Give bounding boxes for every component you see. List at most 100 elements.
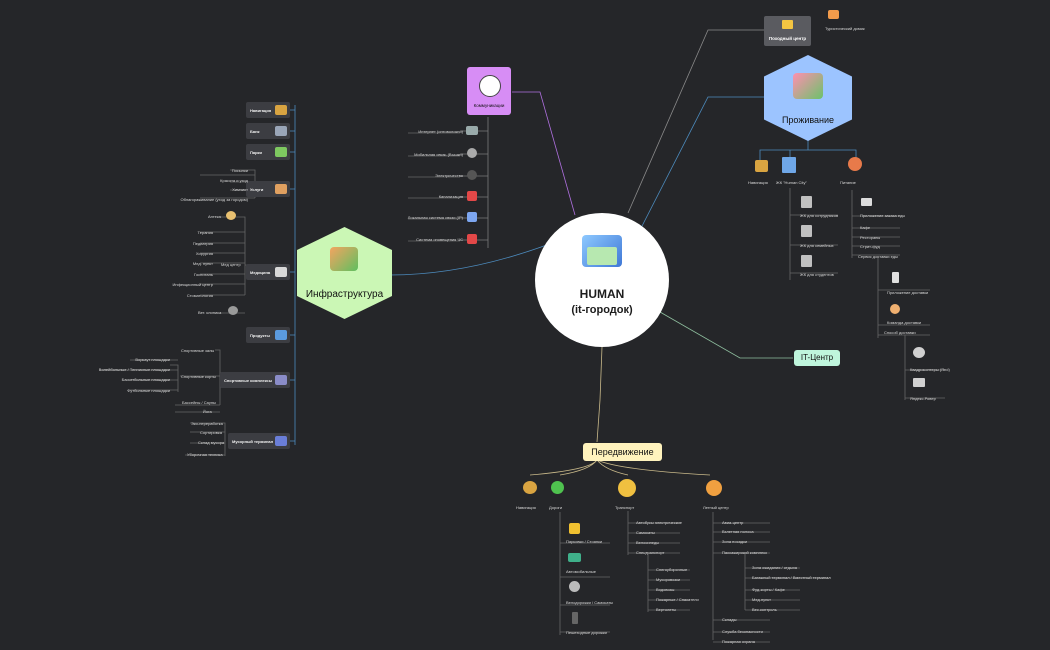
passenger-item: Вес.контроль <box>752 607 777 612</box>
scooter-icon <box>569 581 580 592</box>
parking-icon <box>569 523 580 534</box>
signpost-icon <box>523 481 537 494</box>
transport-item: Автобусы электрические <box>636 520 682 525</box>
road-item: Парковки / Стоянки <box>566 539 603 544</box>
comms-item: Электричество <box>435 173 463 178</box>
sport-halls: Спортивные залы <box>181 348 215 353</box>
transport-item: Велосипеды <box>636 540 660 545</box>
food-item: Кафе <box>860 225 871 230</box>
infra-node-parks[interactable]: Парки <box>246 144 290 160</box>
special-item: Водовозы <box>656 587 675 592</box>
pools-label: Бассейны / Сауны <box>182 400 216 405</box>
route-icon <box>551 481 564 494</box>
comms-item: Система оповещения ЧС <box>416 237 463 242</box>
laptop-icon <box>861 198 872 206</box>
drone-icon <box>913 347 925 358</box>
flight-item: Служба безопасности <box>722 629 763 634</box>
infra-node-medicine[interactable]: Медицина <box>246 264 290 280</box>
waste-item: Сортировка <box>200 430 222 435</box>
service-item: Облагораживание (уход за городом) <box>180 197 248 202</box>
building-icon <box>801 255 812 267</box>
transport-item: Самокаты <box>636 530 655 535</box>
sport-item: Баскетбольные площадки <box>121 377 170 382</box>
comms-item: Интернет (оптоволокно) <box>418 129 463 134</box>
map-icon <box>782 20 793 29</box>
move-branch: Транспорт <box>615 505 635 510</box>
taxi-icon <box>618 479 636 497</box>
waste-item: Уборочная техника <box>187 452 223 457</box>
quadcopters-label: Квадрокоптеры (Яnd) <box>910 367 950 372</box>
waste-item: Склад мусора <box>198 440 225 445</box>
med-center-label: Мед центр <box>221 262 241 267</box>
central-title: HUMAN <box>579 287 625 301</box>
food-item: Рестораны <box>860 235 881 240</box>
waste-item: Эко-переработка <box>191 421 223 426</box>
living-node[interactable]: Проживание <box>764 55 852 141</box>
yoga-label: Йога <box>203 409 212 414</box>
infra-node-bank[interactable]: Банк <box>246 123 290 139</box>
infra-node-waste[interactable]: Мусорный терминал <box>228 433 290 449</box>
comms-item: Локальная система связи (IP) <box>407 215 463 220</box>
services-icon <box>275 184 287 194</box>
map-pin-icon <box>793 73 823 99</box>
passenger-item: Багажный терминал / Вместный терминал <box>752 575 831 580</box>
service-item: Красота и уход <box>220 178 248 183</box>
signpost-icon <box>275 105 287 115</box>
building-icon <box>801 225 812 237</box>
food-label: Питание <box>840 180 856 185</box>
sport-item: Воркаут площадки <box>135 357 170 362</box>
chat-icon <box>467 212 477 222</box>
lightning-icon <box>467 170 477 180</box>
camp-node[interactable]: Походный центр <box>764 16 811 46</box>
it-center-node[interactable]: IT-Центр <box>794 350 840 366</box>
med-item: Терапия <box>197 230 213 235</box>
communications-label: Коммуникации <box>473 103 505 108</box>
infra-node-services[interactable]: Услуги <box>246 181 290 197</box>
delivery-team: Команда доставки <box>887 320 922 325</box>
park-icon <box>275 147 287 157</box>
med-item: Инфекционный центр <box>172 282 213 287</box>
traffic-light-icon <box>572 612 578 624</box>
central-topic[interactable]: HUMAN (it-городок) <box>535 213 669 347</box>
complex-label: ЖК "Human City" <box>776 180 807 185</box>
ambulance-icon <box>275 267 287 277</box>
building-icon <box>801 196 812 208</box>
sport-grounds: Спортивные корты <box>181 374 216 379</box>
courier-icon <box>890 304 900 314</box>
med-item: Педиатрия <box>192 241 213 246</box>
tent-icon <box>828 10 839 19</box>
special-item: Снегоуборочные <box>656 567 688 572</box>
passenger-item: Зона ожидания / отдыха <box>752 565 798 570</box>
central-subtitle: (it-городок) <box>571 304 633 316</box>
robot-icon <box>913 378 925 387</box>
sport-item: Волейбольные / Теннисные площадки <box>98 367 170 372</box>
alarm-icon <box>467 234 477 244</box>
infra-node-sport[interactable]: Спортивные комплексы <box>220 372 290 388</box>
sport-item: Футбольные площадки <box>127 388 170 393</box>
bank-icon <box>275 126 287 136</box>
phone-icon <box>892 272 899 283</box>
pills-icon <box>226 211 236 220</box>
living-nav-label: Навигация <box>748 180 768 185</box>
infra-node-navigation[interactable]: Навигация <box>246 102 290 118</box>
housing-item: ЖК для сотрудников <box>800 213 839 218</box>
flight-item: Авиа-центр <box>722 520 744 525</box>
car-icon <box>568 553 581 562</box>
comms-item: Канализация <box>438 194 463 199</box>
communications-node[interactable]: Коммуникации <box>467 67 511 115</box>
food-item: Приложение заказа еды <box>860 213 906 218</box>
flight-item: Зона посадки <box>722 539 748 544</box>
flight-item: Взлетная полоса <box>722 529 754 534</box>
vet-label: Вет. клиника <box>198 310 222 315</box>
flight-item: Пожарная охрана <box>722 639 755 644</box>
recycle-bin-icon <box>275 436 287 446</box>
movement-node[interactable]: Передвижение <box>583 443 662 461</box>
balloon-icon <box>706 480 722 496</box>
road-item: Пешеходные дорожки <box>566 630 607 635</box>
med-item: Мед. пункт <box>192 261 213 266</box>
pharmacy-label: Аптека <box>208 214 221 219</box>
laptop-screen <box>587 247 617 265</box>
comms-item: Мобильная связь (Вышки) <box>414 152 463 157</box>
infra-node-products[interactable]: Продукты <box>246 327 290 343</box>
